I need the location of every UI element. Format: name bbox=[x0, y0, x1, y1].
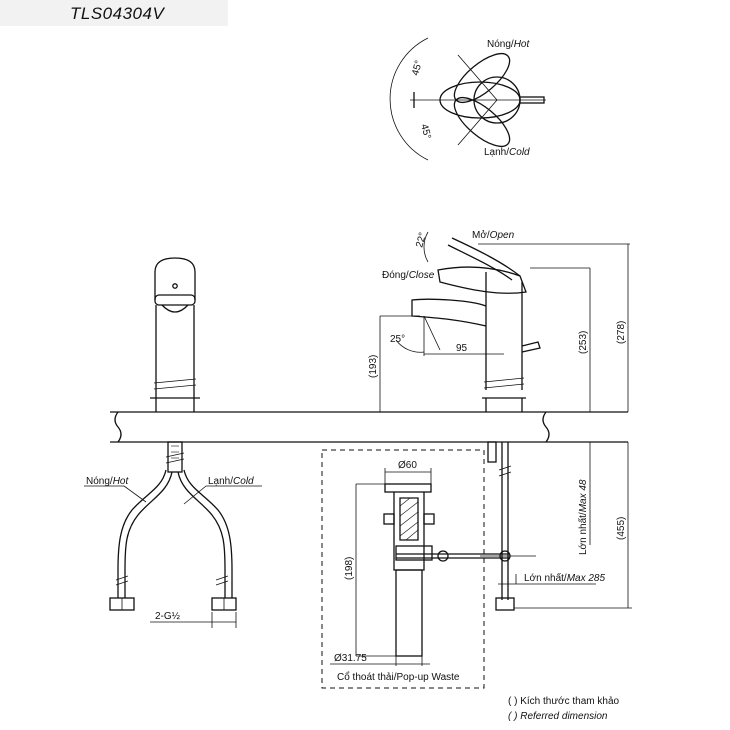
max48-label: Lớn nhất/Max 48 bbox=[577, 479, 589, 555]
top-hot-label: Nóng/Hot bbox=[487, 39, 530, 50]
thread-dimension: 2-G½ bbox=[155, 611, 181, 622]
open-label: Mở/Open bbox=[472, 229, 515, 241]
rotation-arc bbox=[389, 37, 429, 161]
left-cold-label: Lạnh/Cold bbox=[208, 476, 254, 487]
lever-open-position bbox=[451, 237, 521, 277]
side-view: 25° 95 22° Mở/Open Đóng/Close (193) (253… bbox=[368, 229, 632, 611]
dimension-193: (193) bbox=[368, 355, 379, 378]
dimension-198: (198) bbox=[344, 557, 355, 580]
front-body bbox=[155, 305, 195, 412]
popup-waste: Ø60 (198) Ø31.75 Cổ thoát thải/Pop-up Wa… bbox=[321, 449, 536, 689]
close-label: Đóng/Close bbox=[382, 270, 435, 281]
diameter-31-75: Ø31.75 bbox=[334, 653, 367, 664]
angle-45-cold: 45° bbox=[418, 123, 433, 140]
diameter-60: Ø60 bbox=[398, 460, 417, 471]
legend-line-2: ( ) Referred dimension bbox=[508, 711, 608, 722]
popup-waste-label: Cổ thoát thải/Pop-up Waste bbox=[337, 671, 460, 683]
dimension-278: (278) bbox=[616, 321, 627, 344]
front-view: Nóng/Hot Lạnh/Cold 2-G½ bbox=[84, 257, 262, 628]
dimension-253: (253) bbox=[578, 331, 589, 354]
tailpiece bbox=[395, 569, 423, 657]
max285-label: Lớn nhất/Max 285 bbox=[524, 572, 605, 584]
hot-hose bbox=[124, 471, 173, 598]
spout bbox=[411, 298, 487, 327]
angle-25: 25° bbox=[390, 334, 405, 345]
handle-hot-position bbox=[453, 53, 511, 103]
handle-cold-position bbox=[453, 97, 511, 147]
left-hot-label: Nóng/Hot bbox=[86, 476, 129, 487]
model-header: TLS04304V bbox=[0, 0, 228, 26]
legend: ( ) Kích thước tham khảo ( ) Referred di… bbox=[508, 696, 620, 722]
top-cold-label: Lạnh/Cold bbox=[484, 147, 530, 158]
side-body bbox=[485, 298, 523, 390]
angle-22: 22° bbox=[414, 231, 429, 248]
dimension-455: (455) bbox=[616, 517, 627, 540]
lever-handle bbox=[437, 266, 527, 294]
dimension-95: 95 bbox=[456, 343, 468, 354]
angle-45-hot: 45° bbox=[410, 59, 425, 76]
model-code: TLS04304V bbox=[70, 4, 165, 23]
top-view: Nóng/Hot Lạnh/Cold 45° 45° bbox=[389, 37, 546, 161]
counter-top bbox=[110, 411, 628, 443]
cold-hose bbox=[177, 471, 226, 598]
front-shank bbox=[167, 441, 183, 473]
popup-waste-box bbox=[321, 449, 485, 689]
legend-line-1: ( ) Kích thước tham khảo bbox=[508, 696, 620, 707]
front-handle bbox=[154, 257, 196, 300]
